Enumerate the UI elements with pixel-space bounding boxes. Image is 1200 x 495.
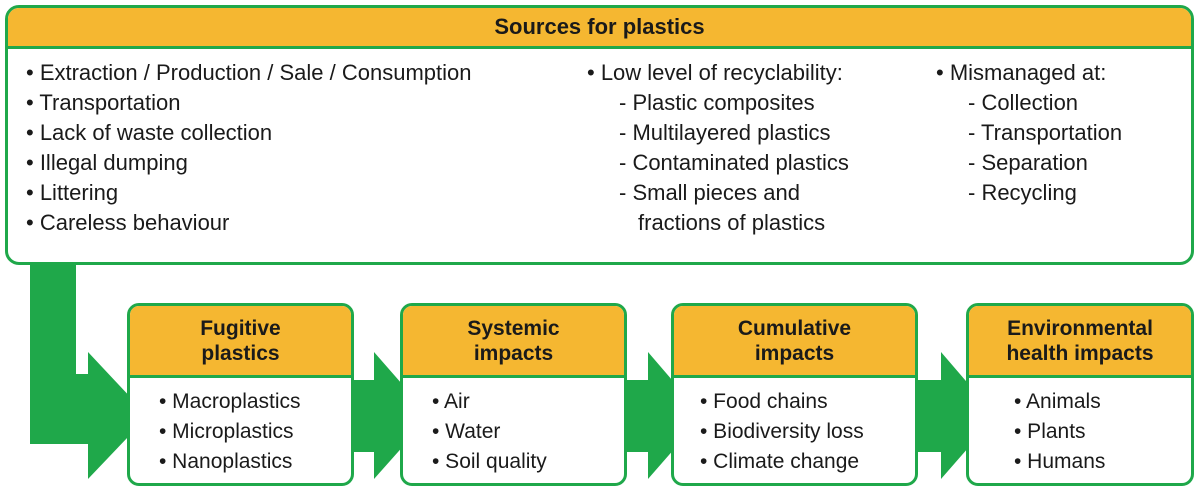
stage-items: • Animals • Plants • Humans: [969, 378, 1191, 477]
stage-item: • Plants: [1014, 420, 1086, 443]
stage-environmental-health-impacts: Environmental health impacts • Animals •…: [966, 303, 1194, 486]
stage-items: • Food chains • Biodiversity loss • Clim…: [674, 378, 915, 477]
recyclability-item: - Contaminated plastics: [619, 150, 849, 175]
source-item: • Transportation: [26, 90, 181, 115]
mismanaged-item: - Recycling: [968, 180, 1077, 205]
mismanaged-heading: • Mismanaged at:: [936, 60, 1107, 85]
big-bend-arrow: [30, 262, 148, 479]
stage-item: • Air: [432, 390, 470, 413]
stage-title-line: impacts: [473, 341, 554, 365]
stage-fugitive-plastics: Fugitive plastics • Macroplastics • Micr…: [127, 303, 354, 486]
stage-title-line: health impacts: [1006, 341, 1154, 365]
stage-item: • Soil quality: [432, 450, 547, 473]
arrow-3-to-4: [918, 352, 996, 479]
sources-column-recyclability: • Low level of recyclability: - Plastic …: [587, 58, 849, 238]
stage-title-line: Systemic: [467, 316, 560, 340]
stage-item: • Humans: [1014, 450, 1106, 473]
stage-item: • Water: [432, 420, 501, 443]
recyclability-item: - Small pieces and: [619, 180, 800, 205]
mismanaged-item: - Separation: [968, 150, 1088, 175]
mismanaged-item: - Collection: [968, 90, 1079, 115]
stage-title-line: Environmental: [1007, 316, 1153, 340]
sources-column-mismanaged: • Mismanaged at: - Collection - Transpor…: [936, 58, 1122, 208]
stage-item: • Microplastics: [159, 420, 294, 443]
stage-items: • Air • Water • Soil quality: [403, 378, 624, 477]
stage-item: • Climate change: [700, 450, 860, 473]
stage-item: • Biodiversity loss: [700, 420, 864, 443]
source-item: • Littering: [26, 180, 119, 205]
source-item: • Extraction / Production / Sale / Consu…: [26, 60, 472, 85]
mismanaged-item: - Transportation: [968, 120, 1123, 145]
source-item: • Illegal dumping: [26, 150, 188, 175]
stage-title-line: Cumulative: [737, 316, 852, 340]
stage-title-line: plastics: [201, 341, 280, 365]
stage-title: Environmental health impacts: [969, 306, 1191, 378]
recyclability-item: - Multilayered plastics: [619, 120, 831, 145]
stage-title-line: impacts: [754, 341, 835, 365]
stage-item: • Animals: [1014, 390, 1101, 413]
source-item: • Lack of waste collection: [26, 120, 273, 145]
sources-column-general: • Extraction / Production / Sale / Consu…: [26, 58, 471, 238]
stage-item: • Nanoplastics: [159, 450, 293, 473]
arrow-2-to-3: [626, 352, 703, 479]
recyclability-heading: • Low level of recyclability:: [587, 60, 843, 85]
sources-panel: Sources for plastics: [5, 5, 1194, 265]
source-item: • Careless behaviour: [26, 210, 230, 235]
stage-items: • Macroplastics • Microplastics • Nanopl…: [130, 378, 351, 477]
recyclability-item-continued: fractions of plastics: [638, 210, 826, 235]
recyclability-item: - Plastic composites: [619, 90, 815, 115]
stage-cumulative-impacts: Cumulative impacts • Food chains • Biodi…: [671, 303, 918, 486]
stage-item: • Macroplastics: [159, 390, 301, 413]
stage-systemic-impacts: Systemic impacts • Air • Water • Soil qu…: [400, 303, 627, 486]
stage-title: Cumulative impacts: [674, 306, 915, 378]
stage-item: • Food chains: [700, 390, 828, 413]
stage-title: Fugitive plastics: [130, 306, 351, 378]
stage-title-line: Fugitive: [200, 316, 281, 340]
arrow-1-to-2: [354, 352, 430, 479]
sources-title: Sources for plastics: [8, 8, 1191, 49]
stage-title: Systemic impacts: [403, 306, 624, 378]
